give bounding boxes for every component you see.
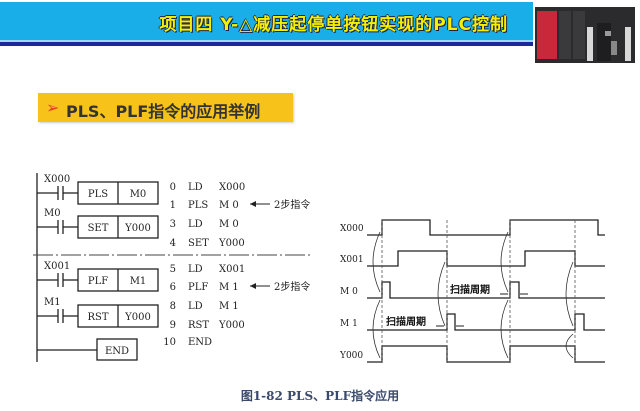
causal-arrow-icon bbox=[565, 261, 574, 327]
instruction-name: PLS bbox=[88, 189, 108, 200]
contact-label: X001 bbox=[44, 261, 70, 272]
step-number: 9 bbox=[170, 320, 176, 331]
instruction-operand: M0 bbox=[130, 189, 147, 200]
section-title: PLS、PLF指令的应用举例 bbox=[66, 102, 261, 121]
operand: X000 bbox=[219, 182, 245, 193]
operand: M 0 bbox=[219, 219, 239, 230]
step-number: 3 bbox=[170, 219, 176, 230]
instruction-name: RST bbox=[87, 312, 108, 323]
causal-arrow-icon bbox=[437, 261, 446, 327]
mnemonic: LD bbox=[188, 182, 203, 193]
instruction-operand: M1 bbox=[130, 276, 147, 287]
operand: M 1 bbox=[219, 282, 239, 293]
scan-cycle-label: 扫描周期 bbox=[386, 315, 426, 328]
waveform-line bbox=[367, 219, 605, 236]
mnemonic: END bbox=[188, 337, 212, 348]
header-divider-dark bbox=[0, 42, 533, 46]
section-heading: ➢ PLS、PLF指令的应用举例 bbox=[38, 93, 293, 122]
slide-title: 项目四 Y-△减压起停单按钮实现的PLC控制 bbox=[159, 15, 508, 35]
mnemonic: RST bbox=[188, 320, 209, 331]
signal-label: M 1 bbox=[340, 319, 358, 329]
contact-label: M0 bbox=[44, 208, 61, 219]
step-number: 1 bbox=[170, 200, 176, 211]
figure-caption: 图1-82 PLS、PLF指令应用 bbox=[240, 389, 400, 403]
arrow-head-icon bbox=[250, 283, 256, 289]
plc-hardware-image bbox=[535, 7, 635, 63]
step-number: 8 bbox=[170, 301, 176, 312]
step-number: 4 bbox=[170, 238, 176, 249]
header-divider-light bbox=[0, 40, 533, 42]
arrow-head-icon bbox=[250, 201, 256, 207]
operand: X001 bbox=[219, 264, 245, 275]
contact-label: M1 bbox=[44, 297, 61, 308]
causal-arrow-icon bbox=[500, 231, 509, 293]
operand: Y000 bbox=[218, 238, 245, 249]
causal-arrow-icon bbox=[500, 299, 509, 359]
arrow-bullet-icon: ➢ bbox=[46, 98, 60, 117]
header-band bbox=[0, 2, 533, 40]
scan-cycle-label: 扫描周期 bbox=[450, 283, 490, 296]
operand: M 0 bbox=[219, 200, 239, 211]
operand: M 1 bbox=[219, 301, 239, 312]
instruction-name: PLF bbox=[88, 276, 108, 287]
waveform-line bbox=[367, 345, 605, 363]
signal-label: M 0 bbox=[340, 287, 358, 297]
mnemonic: LD bbox=[188, 264, 203, 275]
mnemonic: SET bbox=[188, 238, 209, 249]
signal-label: X001 bbox=[340, 255, 364, 265]
end-box bbox=[96, 338, 138, 361]
mnemonic: LD bbox=[188, 301, 203, 312]
instruction-operand: Y000 bbox=[124, 312, 151, 323]
step-number: 10 bbox=[163, 337, 176, 348]
causal-arrow-icon bbox=[372, 299, 381, 359]
signal-label: Y000 bbox=[339, 351, 363, 361]
mnemonic: PLF bbox=[188, 282, 208, 293]
causal-arrow-icon bbox=[565, 333, 574, 359]
step-note: 2步指令 bbox=[274, 198, 310, 211]
contact-label: X000 bbox=[44, 174, 70, 185]
end-label: END bbox=[105, 346, 129, 357]
step-number: 0 bbox=[170, 182, 176, 193]
waveform-line bbox=[367, 250, 605, 267]
causal-arrow-icon bbox=[372, 231, 381, 293]
signal-label: X000 bbox=[340, 224, 364, 234]
mnemonic: PLS bbox=[188, 200, 208, 211]
step-note: 2步指令 bbox=[274, 280, 310, 293]
operand: Y000 bbox=[218, 320, 245, 331]
step-number: 6 bbox=[170, 282, 176, 293]
step-number: 5 bbox=[170, 264, 176, 275]
instruction-operand: Y000 bbox=[124, 223, 151, 234]
instruction-name: SET bbox=[88, 223, 109, 234]
mnemonic: LD bbox=[188, 219, 203, 230]
